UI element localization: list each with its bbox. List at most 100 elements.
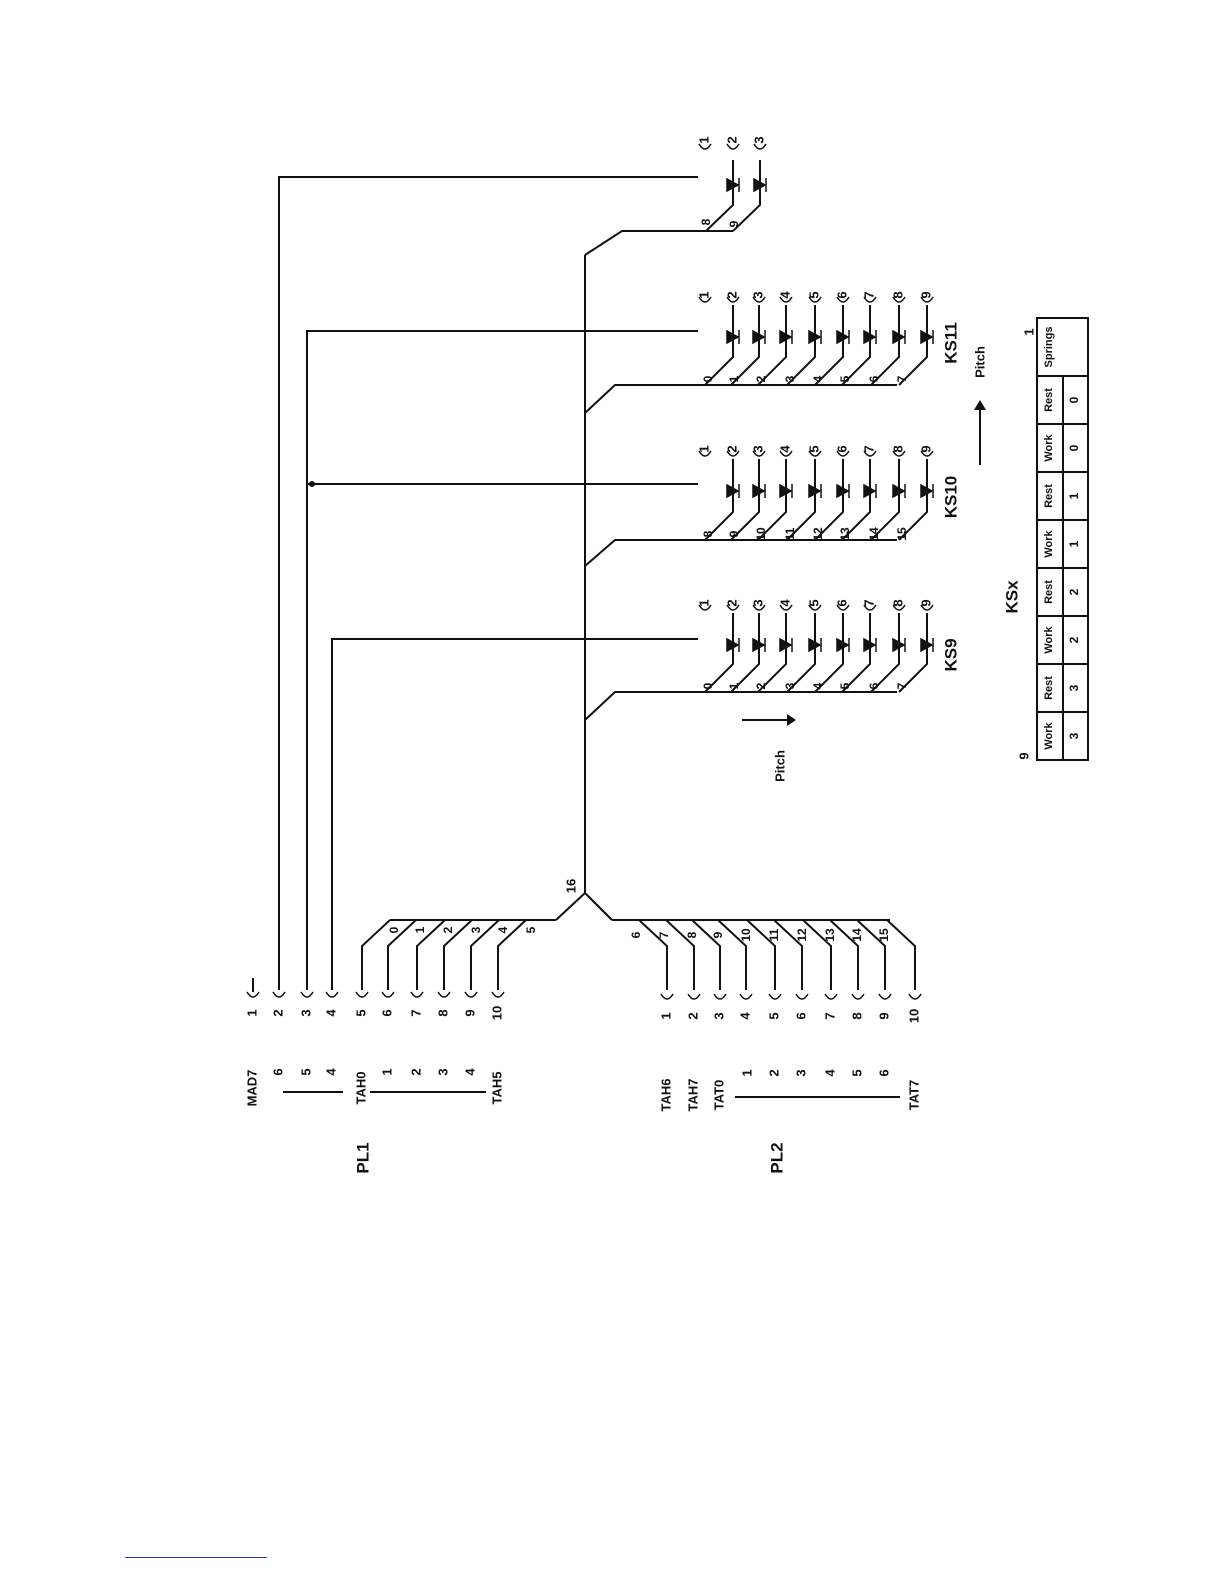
ks-name: KS11 <box>941 322 960 364</box>
ks-socket <box>726 296 740 303</box>
pl1-signal-label: 1 <box>379 1068 394 1075</box>
bus-wire-number: 13 <box>823 928 837 942</box>
ks-fan-wire <box>786 305 816 386</box>
ks-socket <box>726 450 740 457</box>
ks-pin-number: 6 <box>834 599 849 606</box>
ks-socket <box>892 296 906 303</box>
diode-body <box>863 483 877 499</box>
bus-wire-number: 8 <box>685 931 699 938</box>
ks-diode <box>752 329 766 345</box>
ks-fan-wire <box>870 305 900 386</box>
diode-body <box>808 637 822 653</box>
contact-table-right-number: 1 <box>1021 328 1036 335</box>
diode-body <box>920 637 934 653</box>
diode-body <box>863 637 877 653</box>
ks-fan-wire <box>814 613 844 693</box>
ks-wire-number: 1 <box>727 682 741 689</box>
bus-wire-pl2 <box>773 919 803 990</box>
diode-body <box>752 637 766 653</box>
bus-wire-pl1 <box>497 919 527 990</box>
bus-wire-pl2 <box>886 919 916 990</box>
bus-wire-number: 2 <box>441 926 455 933</box>
ks-socket <box>920 604 934 611</box>
bus-wire-pl2 <box>638 919 668 990</box>
top-switch-wire-8 <box>705 160 734 232</box>
pl1-socket <box>437 991 451 998</box>
ks-pin-number: 6 <box>834 445 849 452</box>
contact-table-value: 0 <box>1067 444 1081 451</box>
ks-fan-wire <box>730 305 760 386</box>
contact-table-header: Rest <box>1043 580 1055 604</box>
ks-diode <box>920 637 934 653</box>
bus-wire-number: 0 <box>387 926 401 933</box>
ks-pin-number: 8 <box>890 291 905 298</box>
contact-table-title: KSx <box>1002 580 1021 614</box>
pl2-signal-label: 2 <box>766 1069 781 1076</box>
top-switch-diode <box>753 177 767 193</box>
pl1-socket <box>300 991 314 998</box>
contact-table-header: Rest <box>1043 676 1055 700</box>
top-switch-pin-number: 2 <box>724 136 739 143</box>
ks-wire-number: 13 <box>838 527 852 541</box>
pl2-socket <box>713 993 727 1000</box>
ks-wire-number: 3 <box>783 375 797 382</box>
pl1-signal-label: 5 <box>298 1068 313 1075</box>
ks-wire-number: 12 <box>811 527 825 541</box>
ks-socket <box>779 450 793 457</box>
ks-socket <box>808 604 822 611</box>
pl1-socket <box>325 991 339 998</box>
bus-wire-pl2 <box>856 919 886 990</box>
pl1-pin-number: 1 <box>244 1009 259 1016</box>
ks-pin-number: 3 <box>750 291 765 298</box>
ks-pin-number: 4 <box>777 445 792 453</box>
ks-name: KS9 <box>941 638 960 671</box>
ks-branch-2 <box>584 384 897 414</box>
bus-wire-number: 15 <box>877 928 891 942</box>
ks-pin-number: 5 <box>806 599 821 606</box>
mark-layer <box>246 143 986 1000</box>
pl2-pin-number: 3 <box>711 1012 726 1019</box>
ks-diode <box>808 329 822 345</box>
pl2-socket <box>768 993 782 1000</box>
bus-wire-pl2 <box>829 919 859 990</box>
ks-pin-number: 1 <box>696 445 711 452</box>
contact-table-value: 3 <box>1067 732 1081 739</box>
pl1-signal-label: TAH0 <box>353 1072 368 1105</box>
wire-pl1-2-to-top-switch <box>278 176 698 990</box>
pl1-socket <box>355 991 369 998</box>
ks-socket <box>863 450 877 457</box>
pl1-socket <box>246 991 260 998</box>
ks-diode <box>836 483 850 499</box>
ks-wire-number: 5 <box>838 375 852 382</box>
footer-rule <box>125 1557 267 1558</box>
ks-diode <box>726 637 740 653</box>
ks-fan-wire <box>704 459 734 541</box>
contact-table-header: Springs <box>1043 327 1055 368</box>
ks-pin-number: 4 <box>777 291 792 299</box>
wire-layer <box>252 160 1089 1098</box>
ks-socket <box>808 450 822 457</box>
ks-fan-wire <box>841 305 871 386</box>
bus-wire-number: 9 <box>711 931 725 938</box>
ks-pin-number: 9 <box>918 445 933 452</box>
pl2-signal-label: TAH7 <box>685 1079 700 1112</box>
pl1-name: PL1 <box>353 1142 372 1173</box>
contact-table-value: 2 <box>1067 636 1081 643</box>
pl2-pin-number: 2 <box>685 1012 700 1019</box>
ks-diode <box>892 637 906 653</box>
ks-fan-wire <box>898 305 928 386</box>
bus-wire-number: 5 <box>524 926 538 933</box>
pl1-signal-label: 4 <box>323 1068 338 1076</box>
ks-diode <box>863 329 877 345</box>
ks-fan-wire <box>898 613 928 693</box>
ks-diode <box>779 483 793 499</box>
top-switch-socket <box>753 143 767 150</box>
ks-pin-number: 7 <box>861 599 876 606</box>
diode-body <box>726 637 740 653</box>
diode-body <box>863 329 877 345</box>
ks-diode <box>892 329 906 345</box>
ks-wire-number: 6 <box>867 375 881 382</box>
ks-wire-number: 6 <box>867 682 881 689</box>
bus-wire-number: 4 <box>496 926 510 933</box>
contact-table-header: Work <box>1043 529 1055 557</box>
